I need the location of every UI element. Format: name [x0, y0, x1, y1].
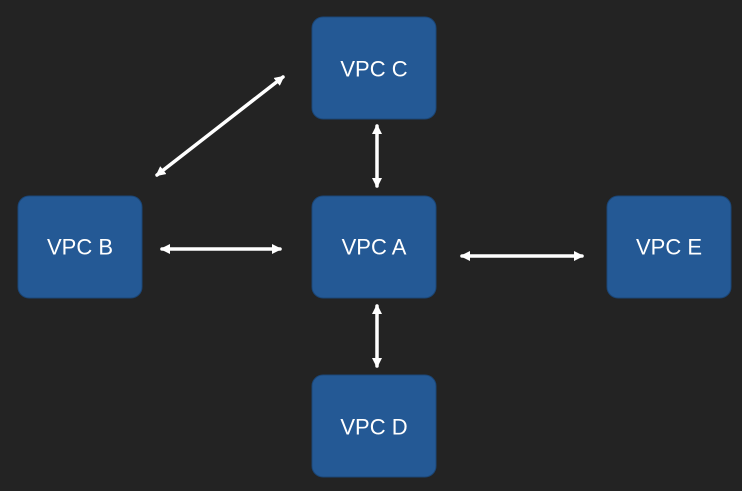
node-vpc-c-box — [311, 16, 437, 120]
node-vpc-c-label: VPC C — [340, 57, 407, 82]
node-vpc-c: VPC C — [311, 16, 437, 120]
node-vpc-a-label: VPC A — [342, 235, 407, 260]
node-vpc-e: VPC E — [606, 195, 732, 299]
node-vpc-b-label: VPC B — [47, 235, 113, 260]
node-vpc-e-box — [606, 195, 732, 299]
node-vpc-a-box — [311, 195, 437, 299]
connector-b-c — [155, 75, 285, 177]
node-vpc-b: VPC B — [17, 195, 143, 299]
connections — [155, 75, 584, 368]
node-vpc-d-label: VPC D — [340, 415, 407, 440]
node-vpc-d: VPC D — [311, 374, 437, 478]
node-vpc-d-box — [311, 374, 437, 478]
node-vpc-e-label: VPC E — [636, 235, 702, 260]
node-vpc-b-box — [17, 195, 143, 299]
node-vpc-a: VPC A — [311, 195, 437, 299]
